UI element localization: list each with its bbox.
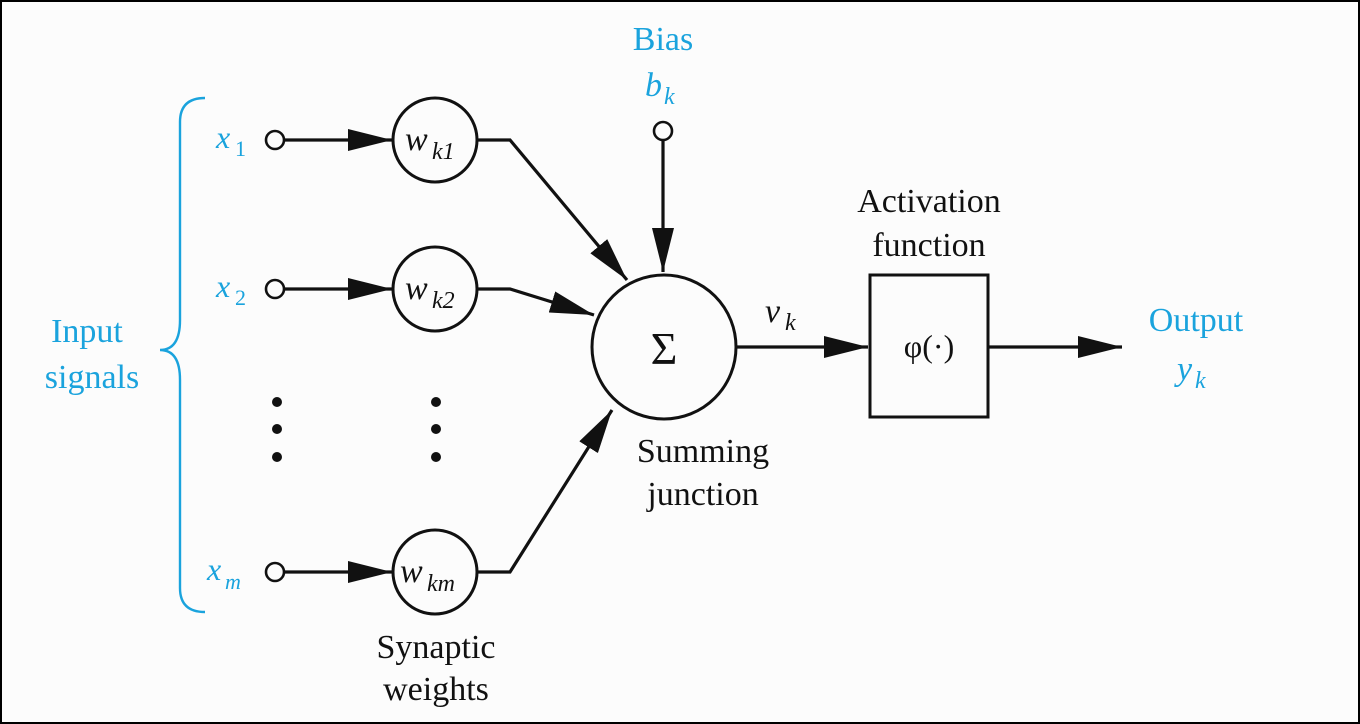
activation-label-line1: Activation	[857, 183, 1001, 220]
weight-wk1-var: w	[405, 121, 428, 158]
output-sub: k	[1195, 368, 1206, 394]
activation-function-box	[868, 273, 990, 419]
summing-symbol: Σ	[651, 323, 678, 374]
summing-junction-label-line2: junction	[646, 476, 758, 513]
input-row-m: x m w km	[206, 409, 614, 616]
weight-wk2-var: w	[405, 270, 428, 307]
weight-wkm-to-sum-arrow	[477, 409, 614, 574]
input-x1-var: x	[215, 119, 230, 155]
input-signals-label-line2: signals	[45, 359, 139, 396]
bias-label: Bias	[633, 21, 693, 58]
input-x2-var: x	[215, 268, 230, 304]
input-row-2: x 2 w k2	[215, 245, 595, 333]
weight-wkm-var: w	[400, 553, 423, 590]
input-x2-terminal	[264, 278, 286, 300]
synaptic-weights-label-line2: weights	[383, 671, 489, 708]
output-label: Output	[1149, 302, 1244, 339]
activation-label-line2: function	[872, 227, 985, 264]
input-x2-sub: 2	[235, 285, 246, 310]
weight-wk1-to-sum-arrow	[477, 138, 629, 282]
input-x1-terminal	[264, 129, 286, 151]
weight-wk2-to-sum-arrow	[477, 287, 595, 317]
input-signals-label-line1: Input	[51, 313, 123, 350]
ellipsis-weights	[431, 397, 441, 462]
activation-symbol: φ(·)	[904, 328, 954, 364]
weight-wk1-sub: k1	[432, 139, 455, 165]
bias-terminal	[652, 120, 674, 142]
input-brace	[159, 96, 206, 614]
input-xm-sub: m	[225, 569, 241, 594]
induced-field-sub: k	[785, 310, 796, 336]
ellipsis-inputs	[272, 397, 282, 462]
input-xm-terminal	[264, 561, 286, 583]
bias-var: b	[645, 67, 662, 104]
weight-wkm-sub: km	[427, 571, 455, 597]
induced-field-var: v	[765, 293, 781, 330]
weight-wk2-sub: k2	[432, 288, 455, 314]
bias-sub: k	[664, 84, 675, 110]
input-row-1: x 1 w k1	[215, 96, 629, 282]
input-xm-var: x	[206, 551, 221, 587]
input-x1-sub: 1	[235, 136, 246, 161]
summing-junction-label-line1: Summing	[637, 433, 769, 470]
output-var: y	[1174, 351, 1193, 388]
synaptic-weights-label-line1: Synaptic	[377, 629, 496, 666]
